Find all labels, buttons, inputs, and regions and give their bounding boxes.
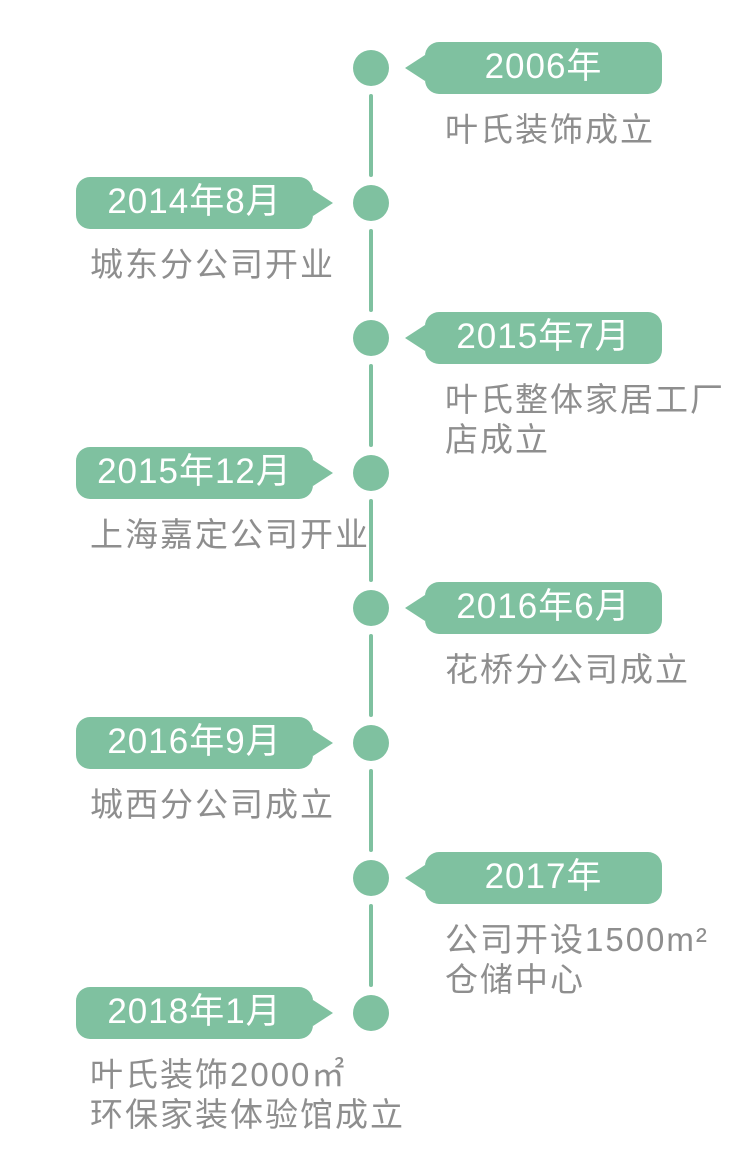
event-description-line: 花桥分公司成立 [445,651,690,688]
timeline-connector-line [369,904,373,987]
event-description: 城东分公司开业 [90,245,335,285]
date-label: 2015年12月 [97,452,292,491]
date-bubble: 2016年6月 [405,582,662,634]
event-description: 叶氏装饰成立 [445,110,655,150]
timeline-node-dot [353,320,389,356]
timeline-node-dot [353,50,389,86]
date-bubble: 2015年12月 [76,447,333,499]
timeline-node-dot [353,860,389,896]
event-description-line: 环保家装体验馆成立 [90,1096,405,1133]
date-bubble: 2015年7月 [405,312,662,364]
event-description-line: 城西分公司成立 [90,786,335,823]
date-bubble: 2018年1月 [76,987,333,1039]
event-description: 花桥分公司成立 [445,650,690,690]
event-description-line: 叶氏整体家居工厂 [445,381,725,418]
bubble-pointer-icon [313,730,333,756]
date-label: 2017年 [484,857,603,896]
date-label: 2018年1月 [107,992,282,1031]
bubble-pointer-icon [405,55,425,81]
event-description: 城西分公司成立 [90,785,335,825]
date-label: 2016年9月 [107,722,282,761]
timeline-connector-line [369,769,373,852]
bubble-pointer-icon [405,325,425,351]
event-description: 叶氏整体家居工厂店成立 [445,380,725,460]
date-bubble: 2016年9月 [76,717,333,769]
date-label: 2016年6月 [456,587,631,626]
event-description-line: 店成立 [445,421,550,458]
timeline-node-dot [353,725,389,761]
event-description-line: 仓储中心 [445,961,585,998]
date-label: 2006年 [484,47,603,86]
timeline-connector-line [369,364,373,447]
bubble-pointer-icon [313,190,333,216]
timeline-node-dot [353,995,389,1031]
timeline-connector-line [369,94,373,177]
bubble-pointer-icon [313,460,333,486]
event-description: 上海嘉定公司开业 [90,515,370,555]
date-bubble: 2006年 [405,42,662,94]
timeline-connector-line [369,229,373,312]
bubble-pointer-icon [313,1000,333,1026]
event-description-line: 上海嘉定公司开业 [90,516,370,553]
event-description-line: 公司开设1500m² [445,921,709,958]
date-bubble: 2014年8月 [76,177,333,229]
date-label: 2015年7月 [456,317,631,356]
bubble-pointer-icon [405,865,425,891]
timeline-node-dot [353,455,389,491]
timeline-node-dot [353,590,389,626]
date-bubble: 2017年 [405,852,662,904]
event-description-line: 叶氏装饰2000㎡ [90,1056,347,1093]
timeline-connector-line [369,499,373,582]
bubble-pointer-icon [405,595,425,621]
date-label: 2014年8月 [107,182,282,221]
event-description-line: 城东分公司开业 [90,246,335,283]
timeline-node-dot [353,185,389,221]
timeline-connector-line [369,634,373,717]
event-description-line: 叶氏装饰成立 [445,111,655,148]
